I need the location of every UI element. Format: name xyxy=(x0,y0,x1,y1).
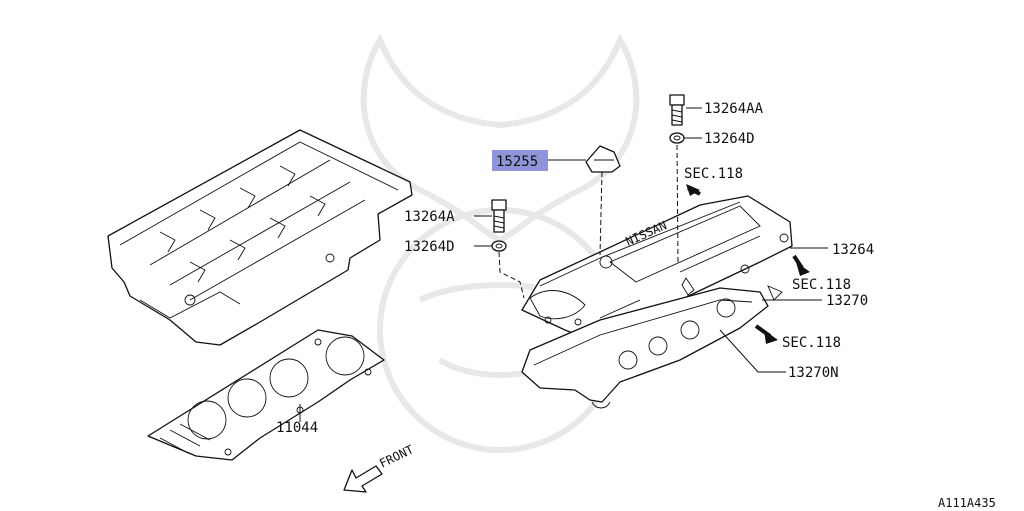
callout-13264D-top[interactable]: 13264D xyxy=(704,131,755,147)
washer-13264D-top xyxy=(669,132,685,144)
section-ref-right[interactable]: SEC.118 xyxy=(792,277,851,293)
cylinder-head xyxy=(107,129,413,346)
callout-13264[interactable]: 13264 xyxy=(832,242,874,258)
leader-lines xyxy=(299,107,828,422)
solid-arrow-icon xyxy=(754,324,778,344)
solid-arrow-icon xyxy=(686,184,701,196)
bolt-13264AA xyxy=(669,94,685,126)
section-ref-top[interactable]: SEC.118 xyxy=(684,166,743,182)
callout-highlight xyxy=(492,150,548,171)
head-gasket-11044 xyxy=(147,329,385,461)
hollow-arrow-icon xyxy=(343,465,383,493)
callout-11044[interactable]: 11044 xyxy=(276,420,318,436)
callout-13264D-left[interactable]: 13264D xyxy=(404,239,455,255)
callout-13264A[interactable]: 13264A xyxy=(404,209,455,225)
callout-13264AA[interactable]: 13264AA xyxy=(704,101,764,117)
rocker-cover-gasket xyxy=(521,285,783,409)
callout-13270[interactable]: 13270 xyxy=(826,293,868,309)
washer-13264D-left xyxy=(491,240,507,252)
bolt-13264A xyxy=(491,199,507,233)
callout-15255[interactable]: 15255 xyxy=(496,154,538,170)
oil-filler-cap xyxy=(585,145,621,256)
front-label: FRONT xyxy=(377,442,416,470)
solid-arrow-icon xyxy=(792,254,810,276)
diagram-id: A111A435 xyxy=(938,496,996,510)
section-ref-bottom[interactable]: SEC.118 xyxy=(782,335,841,351)
callout-13270N[interactable]: 13270N xyxy=(788,365,839,381)
